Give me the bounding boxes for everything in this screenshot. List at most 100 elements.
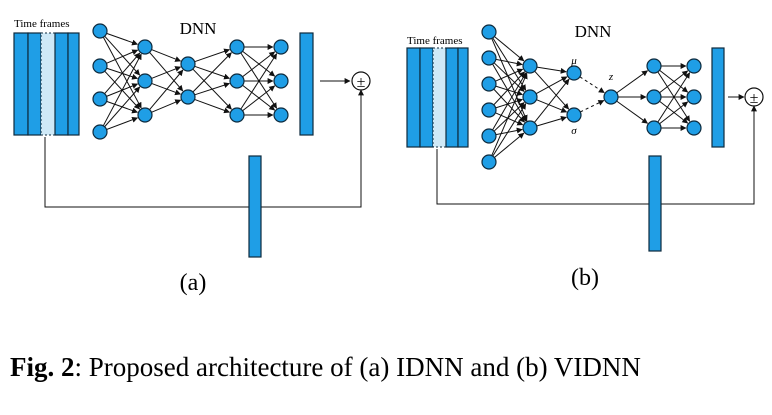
skip-connection-b: [436, 105, 757, 205]
neuron-node: [92, 124, 108, 140]
skip-frame-b: [648, 155, 662, 252]
network-edge: [149, 69, 184, 110]
network-edge: [194, 82, 230, 96]
network-edge: [616, 100, 648, 124]
network-edge: [491, 72, 528, 156]
network-edge: [536, 66, 567, 74]
time-frame-highlighted: [432, 47, 447, 148]
neuron-node: [686, 120, 702, 136]
network-edge: [492, 37, 527, 91]
network-edge: [495, 127, 523, 136]
neuron-node: [646, 89, 662, 105]
network-edge: [194, 98, 231, 114]
time-frame-bar: [27, 32, 42, 136]
output-frame-a: [299, 32, 314, 136]
network-edge: [495, 98, 523, 109]
diagram-b-vidnn: Time frames DNN μ σ z ± (b): [406, 22, 764, 291]
network-edge: [102, 53, 142, 127]
network-edges-a: [102, 32, 278, 130]
time-frames-label-a: Time frames: [14, 18, 70, 30]
time-frames-block-b: [406, 47, 469, 148]
network-nodes-b: [481, 24, 702, 170]
network-edge: [106, 32, 139, 46]
network-edge: [242, 85, 276, 112]
neuron-node: [273, 73, 289, 89]
neuron-node: [137, 73, 153, 89]
neuron-node: [180, 89, 196, 105]
network-edge: [240, 53, 278, 110]
network-nodes-a: [92, 23, 289, 140]
time-frames-label-b: Time frames: [407, 35, 463, 47]
network-edge: [494, 132, 525, 158]
time-frame-bar: [54, 32, 69, 136]
sublabel-a: (a): [180, 270, 207, 296]
plus-minus-symbol-a: ±: [357, 74, 366, 91]
skip-connection-a: [44, 89, 364, 208]
neuron-node: [273, 107, 289, 123]
neuron-node: [273, 39, 289, 55]
neuron-node: [92, 23, 108, 39]
neuron-node: [481, 24, 497, 40]
neuron-node: [522, 89, 538, 105]
network-edge: [151, 49, 182, 62]
network-edge: [659, 70, 689, 94]
network-edge: [104, 52, 141, 95]
dnn-title-b: DNN: [575, 22, 612, 41]
neuron-node: [686, 89, 702, 105]
architecture-diagram: Time frames DNN ± (a) Time frames DNN: [13, 18, 764, 296]
mu-label: μ: [570, 55, 577, 67]
neuron-node: [481, 128, 497, 144]
z-label: z: [608, 71, 614, 83]
sublabel-b: (b): [571, 265, 599, 291]
figure-number: Fig. 2: [10, 352, 75, 382]
network-edge: [493, 62, 525, 92]
network-edge: [493, 71, 525, 106]
network-edge: [580, 100, 605, 113]
network-edge: [495, 68, 524, 82]
network-edge: [495, 112, 524, 126]
time-frame-bar: [419, 47, 434, 148]
diagram-a-idnn: Time frames DNN ± (a): [13, 18, 371, 296]
network-edge: [151, 99, 182, 113]
network-edge: [106, 116, 139, 130]
network-edge: [659, 101, 689, 125]
neuron-node: [229, 39, 245, 55]
time-frames-block-a: [13, 32, 80, 136]
skip-frame-a: [248, 155, 262, 258]
network-edge: [495, 58, 523, 67]
time-frame-bar: [406, 47, 421, 148]
neuron-node: [646, 58, 662, 74]
network-edge: [579, 76, 605, 94]
time-frame-bar: [67, 32, 80, 136]
neuron-node: [481, 102, 497, 118]
network-edge: [657, 72, 691, 123]
dnn-title-a: DNN: [180, 19, 217, 38]
caption-text: : Proposed architecture of (a) IDNN and …: [74, 352, 641, 382]
sigma-label: σ: [571, 125, 577, 137]
network-edge: [106, 49, 139, 64]
network-edge: [534, 70, 570, 110]
network-edge: [242, 51, 276, 78]
network-edge: [492, 103, 527, 157]
network-edge: [151, 66, 182, 79]
network-edges-b: [491, 36, 691, 158]
time-frame-bar: [457, 47, 469, 148]
neuron-node: [229, 107, 245, 123]
neuron-node: [180, 56, 196, 72]
network-edge: [194, 48, 231, 63]
plus-minus-symbol-b: ±: [750, 90, 759, 107]
neuron-node: [481, 76, 497, 92]
network-edge: [536, 99, 568, 113]
figure-caption: Fig. 2: Proposed architecture of (a) IDN…: [10, 352, 641, 383]
neuron-node: [566, 65, 582, 81]
time-frame-bar: [445, 47, 459, 148]
network-edge: [536, 115, 567, 127]
neuron-node: [522, 58, 538, 74]
network-edge: [493, 102, 525, 132]
network-edge: [535, 76, 568, 95]
neuron-node: [686, 58, 702, 74]
network-edge: [533, 78, 570, 123]
neuron-node: [92, 91, 108, 107]
neuron-node: [137, 39, 153, 55]
neuron-node: [522, 120, 538, 136]
